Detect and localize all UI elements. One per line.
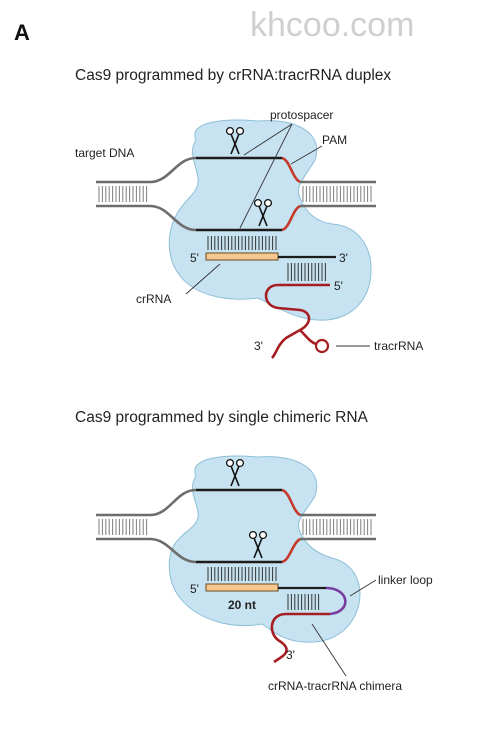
linker-loop-pointer [349,579,377,597]
bottom-target-strand-left [149,537,197,564]
bottom-nontarget-strand-left [149,488,197,517]
top-crrna-5prime-label: 5' [190,251,199,265]
crrna-label: crRNA [136,292,171,306]
bottom-left-dna-duplex [96,513,150,541]
bottom-spacer-basepairs [207,567,277,581]
bottom-antirepeat-basepairs [287,594,320,610]
bottom-pam-complement [281,537,301,564]
panel-letter: A [14,20,30,45]
top-crrna-spacer [205,252,279,261]
top-pam-complement [281,204,301,232]
watermark: khcoo.com [250,6,414,44]
bottom-spacer-20nt [205,583,279,592]
twenty-nt-label: 20 nt [228,598,256,612]
bottom-pam-segment [281,488,301,517]
top-tracr-3prime-label: 3' [254,339,263,353]
bottom-5prime-label: 5' [190,582,199,596]
bottom-scissors-icon-target [248,530,268,559]
target-dna-label: target DNA [75,146,134,160]
chimera-pointer [311,623,347,677]
top-panel-title: Cas9 programmed by crRNA:tracrRNA duplex [75,67,391,84]
top-antirepeat-basepairs [287,263,326,281]
top-target-strand-left [149,204,197,232]
pam-pointer [290,145,323,165]
top-cas9-protein [168,119,372,321]
bottom-tracr-portion [270,612,330,664]
chimera-label: crRNA-tracrRNA chimera [268,679,402,693]
crrna-pointer [185,263,221,295]
top-left-dna-duplex [96,180,150,208]
bottom-panel-diagram: 5' 20 nt linker loop 3' crRNA-tracrRNA c… [96,455,433,693]
top-nontarget-strand-left [149,156,197,184]
top-tracrrna-hairpin-loop [314,338,330,354]
top-crrna-3prime-label: 3' [339,251,348,265]
top-panel-diagram: target DNA protospacer PAM 5' 3' 5' crRN… [75,108,423,359]
top-scissors-icon-nontarget [225,126,245,155]
tracrrna-label: tracrRNA [374,339,423,353]
linker-loop-label: linker loop [378,573,433,587]
bottom-linker-loop [325,586,347,616]
protospacer-label: protospacer [270,108,333,122]
top-spacer-basepairs [207,236,277,250]
bottom-panel-title: Cas9 programmed by single chimeric RNA [75,409,369,426]
protospacer-pointer-bottom [239,123,293,229]
top-tracrrna-hairpin-stem [299,329,317,346]
bottom-3prime-label: 3' [286,648,295,662]
protospacer-pointer-top [243,123,293,156]
top-right-dna-duplex [300,180,376,208]
top-tracrrna-strand [264,283,330,359]
top-scissors-icon-target [253,198,273,227]
bottom-scissors-icon-nontarget [225,458,245,487]
top-pam-segment [281,156,301,184]
bottom-right-dna-duplex [300,513,376,541]
top-tracr-5prime-label: 5' [334,279,343,293]
pam-label: PAM [322,133,347,147]
